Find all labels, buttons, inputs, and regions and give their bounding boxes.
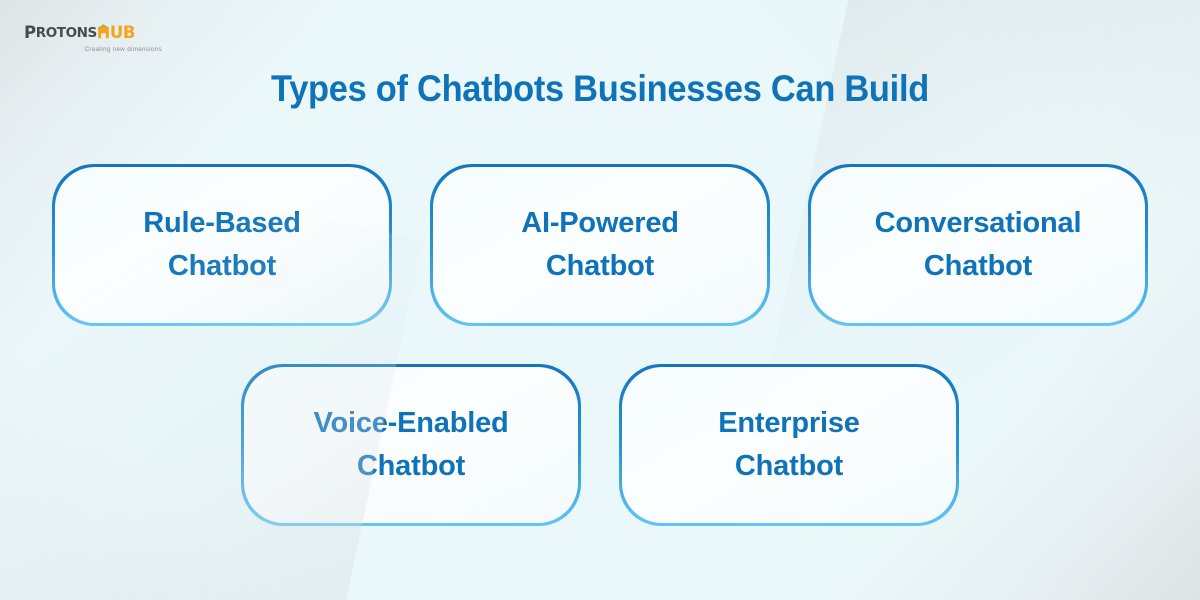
card-voice-enabled-chatbot[interactable]: Voice-Enabled Chatbot: [241, 364, 581, 526]
logo-tagline: Creating new dimensions: [84, 46, 162, 53]
card-label: Voice-Enabled Chatbot: [313, 407, 509, 482]
logo-text-p: P: [24, 23, 36, 42]
protonshub-logo: PROTONS UB Creating new dimensions: [24, 22, 164, 58]
card-label: AI-Powered Chatbot: [521, 207, 679, 282]
card-inner: Rule-Based Chatbot: [54, 166, 390, 324]
card-label: Conversational Chatbot: [874, 207, 1082, 282]
card-inner: AI-Powered Chatbot: [432, 166, 768, 324]
logo-text-rotons: ROTONS: [35, 25, 98, 41]
logo-text-ub: UB: [109, 23, 136, 42]
card-label: Enterprise Chatbot: [718, 407, 860, 482]
logo-wordmark: PROTONS UB: [24, 22, 164, 44]
card-label: Rule-Based Chatbot: [143, 207, 301, 282]
page-title: Types of Chatbots Businesses Can Build: [271, 68, 929, 109]
card-ai-powered-chatbot[interactable]: AI-Powered Chatbot: [430, 164, 770, 326]
logo-text-hub: UB: [97, 22, 135, 44]
card-inner: Conversational Chatbot: [810, 166, 1146, 324]
card-inner: Voice-Enabled Chatbot: [243, 366, 579, 524]
card-rule-based-chatbot[interactable]: Rule-Based Chatbot: [52, 164, 392, 326]
card-conversational-chatbot[interactable]: Conversational Chatbot: [808, 164, 1148, 326]
card-enterprise-chatbot[interactable]: Enterprise Chatbot: [619, 364, 959, 526]
house-icon: [97, 24, 110, 39]
card-row-bottom: Voice-Enabled Chatbot Enterprise Chatbot: [0, 364, 1200, 526]
card-row-top: Rule-Based Chatbot AI-Powered Chatbot Co…: [0, 164, 1200, 326]
card-inner: Enterprise Chatbot: [621, 366, 957, 524]
